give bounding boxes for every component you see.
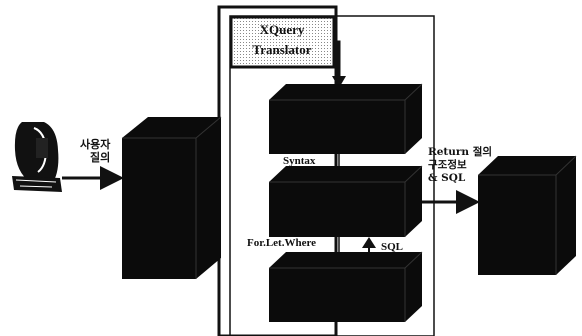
translator-title-line1: XQuery <box>232 20 332 40</box>
user-query-label: 사용자 질의 <box>80 138 110 164</box>
output-label-line2: 구조정보 <box>428 159 492 172</box>
output-cube <box>478 156 576 275</box>
translator-title-line2: Translator <box>232 40 332 60</box>
flw-cube <box>269 166 422 237</box>
input-cube <box>122 117 221 279</box>
for-let-where-label: For.Let.Where <box>247 237 316 250</box>
user-query-line1: 사용자 <box>80 138 110 151</box>
sql-inner-label: SQL <box>381 241 403 254</box>
output-label-line1: Return 절의 <box>428 146 492 159</box>
translator-title: XQuery Translator <box>232 20 332 60</box>
user-computer-icon <box>12 122 62 192</box>
output-label-line3: & SQL <box>428 172 492 185</box>
sql-cube <box>269 252 422 322</box>
syntax-cube <box>269 84 422 154</box>
output-label: Return 절의 구조정보 & SQL <box>428 146 492 185</box>
syntax-label: Syntax <box>283 155 315 168</box>
user-query-line2: 질의 <box>80 151 110 164</box>
